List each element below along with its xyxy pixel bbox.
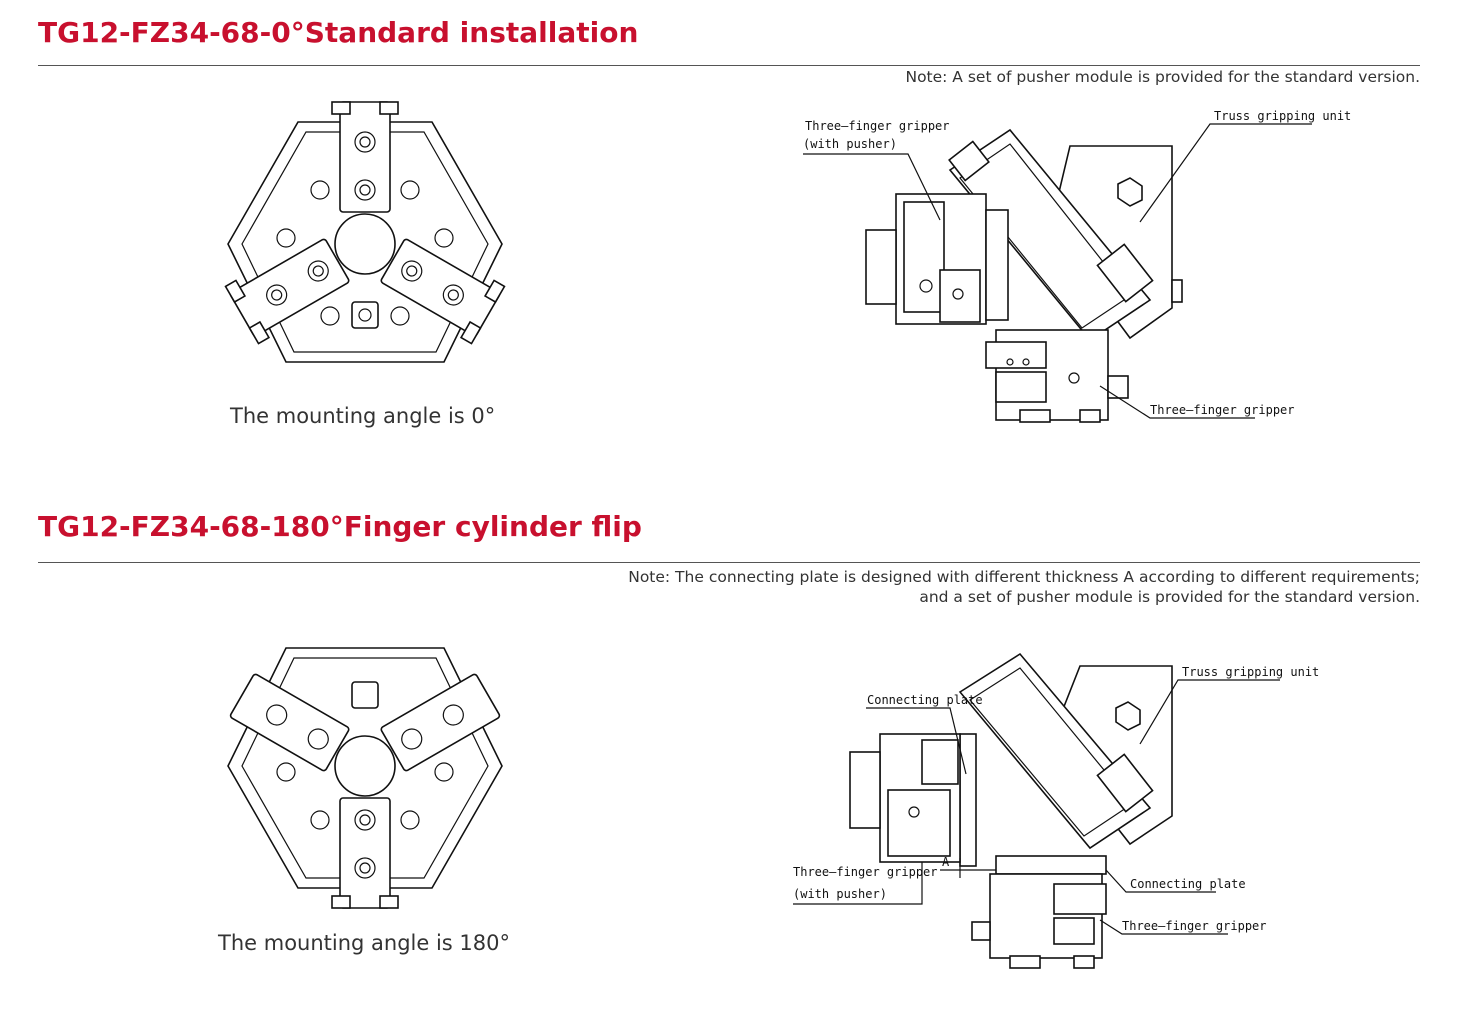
section-2-note-line-1: Note: The connecting plate is designed w… [628,568,1420,586]
section-1-rule [38,65,1420,66]
finger-left [380,238,506,345]
dimension-a: A [940,855,996,878]
caption-mounting-angle-180: The mounting angle is 180° [218,931,511,955]
three-finger-gripper-with-pusher [849,733,961,863]
svg-text:(with pusher): (with pusher) [803,137,897,151]
label-three-finger-gripper-pusher: Three—finger gripper (with pusher) [803,119,950,221]
three-finger-gripper [985,329,1129,423]
finger-upper-right [380,673,501,772]
finger-top [331,101,399,213]
label-three-finger-gripper-pusher: Three—finger gripper (with pusher) [793,862,938,905]
svg-text:Connecting plate: Connecting plate [1130,877,1246,891]
connecting-plate-bottom [995,855,1107,875]
section-1-note: Note: A set of pusher module is provided… [905,67,1420,87]
center-plate [276,180,454,329]
svg-text:Three—finger gripper: Three—finger gripper [1122,919,1267,933]
three-finger-gripper-with-pusher [865,193,1009,325]
label-connecting-plate-bottom: Connecting plate [1105,869,1246,893]
assembly-side-view-180deg: A Truss gripping unit Connecting plate T… [793,652,1319,969]
label-truss-gripping-unit: Truss gripping unit [1139,665,1319,745]
svg-text:A: A [942,855,950,869]
three-finger-gripper [971,873,1107,969]
finger-right [224,238,350,345]
section-2-note-line-2: and a set of pusher module is provided f… [919,588,1420,606]
svg-text:Three—finger gripper: Three—finger gripper [793,865,938,879]
finger-bottom [331,797,399,909]
section-1-title: TG12-FZ34-68-0°Standard installation [38,16,639,49]
section-2-note: Note: The connecting plate is designed w… [628,567,1420,607]
finger-upper-left [229,673,350,772]
section-1-note-line-1: Note: A set of pusher module is provided… [905,68,1420,86]
svg-text:Connecting plate: Connecting plate [867,693,983,707]
section-2-title: TG12-FZ34-68-180°Finger cylinder flip [38,510,642,543]
truss-gripping-unit [948,128,1183,342]
assembly-side-view-0deg: Three—finger gripper (with pusher) Truss… [803,109,1351,423]
gripper-top-view-0deg [224,101,506,363]
svg-text:Three—finger gripper: Three—finger gripper [1150,403,1295,417]
caption-mounting-angle-0: The mounting angle is 0° [230,404,496,428]
connecting-plate-top [959,733,977,867]
svg-text:Three—finger gripper: Three—finger gripper [805,119,950,133]
truss-gripping-unit [958,652,1173,850]
label-three-finger-gripper: Three—finger gripper [1099,385,1295,419]
svg-text:Truss gripping unit: Truss gripping unit [1182,665,1319,679]
label-connecting-plate-top: Connecting plate [866,693,983,775]
svg-text:Truss gripping unit: Truss gripping unit [1214,109,1351,123]
center-plate [276,681,454,830]
label-three-finger-gripper: Three—finger gripper [1099,919,1267,935]
label-truss-gripping-unit: Truss gripping unit [1139,109,1351,223]
section-2-rule [38,562,1420,563]
svg-text:(with pusher): (with pusher) [793,887,887,901]
gripper-top-view-180deg [227,647,503,909]
